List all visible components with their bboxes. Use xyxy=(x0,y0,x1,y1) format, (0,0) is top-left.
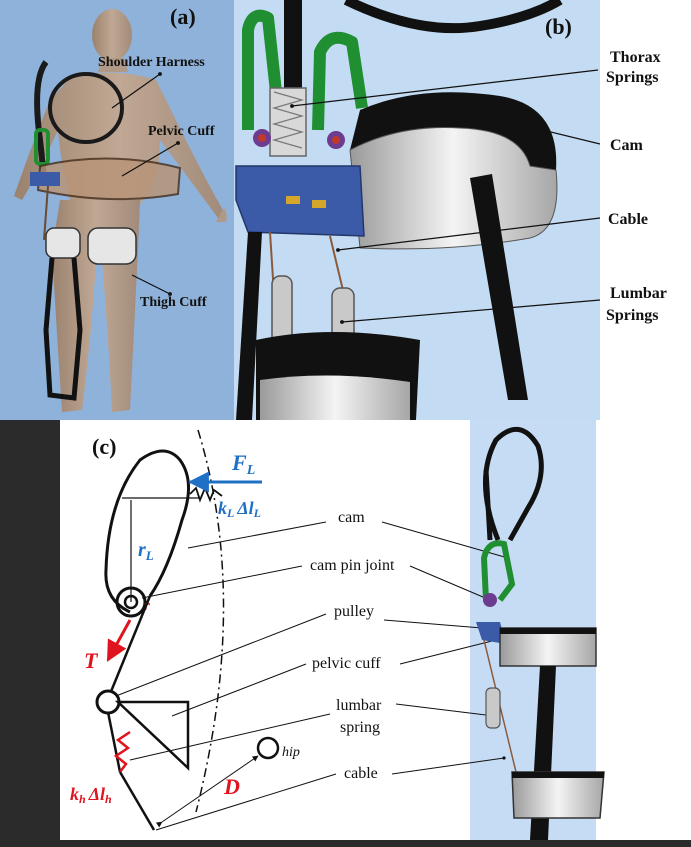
label-cable-b: Cable xyxy=(608,211,648,228)
panel-b-leg-strap-left xyxy=(236,232,262,420)
label-thigh-cuff: Thigh Cuff xyxy=(140,295,207,310)
leader-pelvic-cuff-left xyxy=(171,663,307,717)
label-lumbar-spring-1: lumbar xyxy=(336,697,382,714)
leader-pulley-right xyxy=(383,619,484,630)
label-cam-c: cam xyxy=(338,509,365,526)
panel-a-pelvic-cuff xyxy=(36,157,182,201)
label-pelvic-cuff-a: Pelvic Cuff xyxy=(148,124,215,139)
label-pulley: pulley xyxy=(334,603,374,620)
panel-a-leg-strap xyxy=(43,257,83,401)
panel-b-back-strap xyxy=(284,0,302,90)
panel-c-spring-bottom xyxy=(118,771,156,831)
label-lumbar-springs-1: Lumbar xyxy=(610,285,667,302)
panel-b-leg-strap xyxy=(470,174,528,400)
panel-c-side-view xyxy=(476,427,605,840)
label-cable-c: cable xyxy=(344,765,378,782)
label-thorax-springs-2: Springs xyxy=(606,69,658,86)
side-view-thorax-frame xyxy=(480,540,516,602)
leader-cable-left xyxy=(155,773,337,831)
panel-c-cam-shape xyxy=(104,449,191,614)
panel-b-pelvic-cuff xyxy=(349,127,558,250)
panel-b-right-margin xyxy=(600,0,691,420)
panel-b-tag: (b) xyxy=(545,14,572,39)
side-view-pulley-block xyxy=(476,622,506,644)
panel-c-tension-arrow xyxy=(106,619,132,662)
label-thorax-springs-1: Thorax xyxy=(610,49,661,66)
panel-c-pulley xyxy=(95,689,121,715)
panel-c-tag: (c) xyxy=(92,434,116,459)
panel-c-right-margin xyxy=(596,420,691,840)
panel-c-radius-label: rL xyxy=(138,539,154,563)
leader-cable-right xyxy=(391,756,506,775)
panel-c-cable-lower xyxy=(106,711,122,773)
panel-a-pulley-block xyxy=(30,172,60,186)
panel-c-cable-upper xyxy=(108,595,152,695)
leader-cam-pin-right xyxy=(409,565,492,602)
leader-cam-c-left xyxy=(187,521,327,549)
leader-pulley-left xyxy=(115,613,327,697)
side-view-lumbar-spring xyxy=(485,687,501,729)
side-view-thigh-cuff xyxy=(511,771,605,819)
leader-thigh-cuff xyxy=(131,274,172,296)
panel-a-thigh-cuff-right xyxy=(87,227,137,265)
panel-a-thorax-frame xyxy=(34,128,50,166)
leader-lumbar-spring-left xyxy=(129,713,331,761)
leader-cable-b xyxy=(336,217,601,252)
panel-c-lumbar-spring xyxy=(113,730,131,773)
label-lumbar-spring-2: spring xyxy=(340,719,380,736)
label-pelvic-cuff-c: pelvic cuff xyxy=(312,655,381,672)
panel-b-thorax-spring-frames xyxy=(242,9,368,157)
panel-c-pelvic-cuff-frame xyxy=(114,700,190,771)
panel-c-tension-label: T xyxy=(84,648,99,673)
leader-thorax-springs xyxy=(290,69,599,108)
label-shoulder-harness: Shoulder Harness xyxy=(98,55,205,70)
label-cam-pin-joint: cam pin joint xyxy=(310,557,395,574)
leader-pelvic-cuff-a xyxy=(121,141,180,177)
panel-c-background xyxy=(60,420,470,840)
panel-b: (b) Thorax Springs Cam Cable Lumbar Spri… xyxy=(234,0,691,421)
back-strap xyxy=(34,60,49,177)
panel-b-harness-arc xyxy=(343,0,563,34)
side-view-cam-pin xyxy=(483,593,497,607)
panel-a-tag: (a) xyxy=(170,4,196,29)
panel-a: (a) Shoulder Harness Pelvic Cuff Thigh C… xyxy=(0,0,234,420)
panel-c-distance-line xyxy=(155,755,259,828)
leader-shoulder-harness xyxy=(111,72,162,109)
panel-a-thigh-cuff-left xyxy=(45,227,81,259)
label-lumbar-springs-2: Springs xyxy=(606,307,658,324)
leader-cam-b xyxy=(516,122,601,145)
panel-c-force-label: FL xyxy=(231,450,255,478)
panel-c-hip-label: hip xyxy=(282,745,300,760)
shoulder-harness-loop xyxy=(48,72,124,144)
leader-cam-pin-left xyxy=(141,565,303,599)
panel-c-hip-joint xyxy=(256,736,280,760)
label-cam-b: Cam xyxy=(610,137,644,154)
leader-lumbar-spring-right xyxy=(395,703,496,718)
panel-a-cable xyxy=(43,185,49,241)
leader-pelvic-cuff-right xyxy=(399,636,506,665)
leader-lumbar-springs xyxy=(340,299,601,324)
panel-c-distance-label: D xyxy=(223,774,240,799)
